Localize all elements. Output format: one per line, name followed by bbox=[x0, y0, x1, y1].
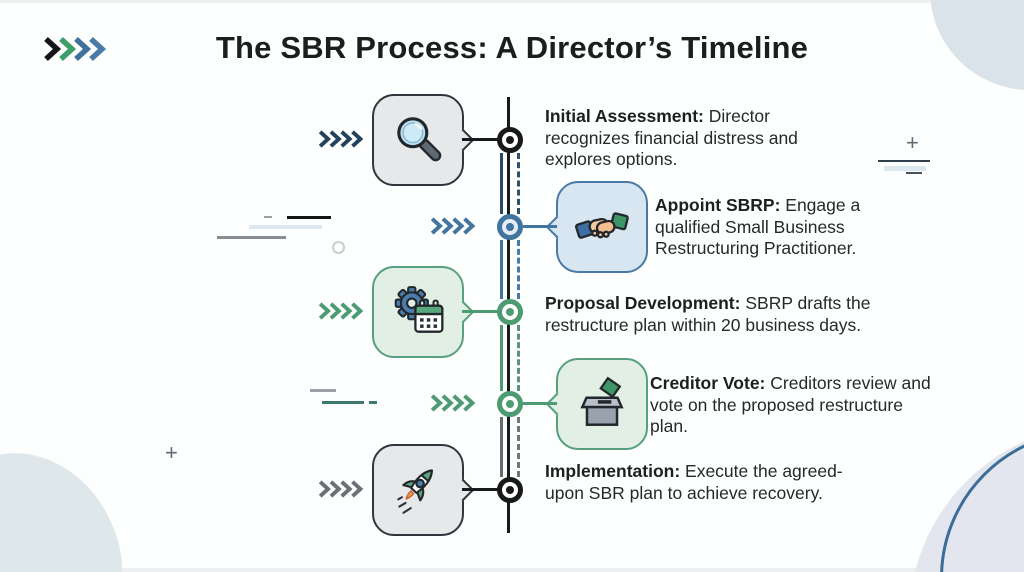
node-connector bbox=[523, 402, 557, 405]
timeline-node bbox=[497, 477, 523, 503]
bottom-edge-strip bbox=[0, 568, 1024, 572]
step-text: Proposal Development: SBRP drafts the re… bbox=[545, 293, 943, 336]
step-title: Implementation: bbox=[545, 461, 681, 481]
timeline-segment bbox=[500, 325, 503, 391]
timeline-segment bbox=[500, 417, 503, 477]
timeline-dashed-segment bbox=[517, 240, 520, 299]
timeline-dashed-segment bbox=[517, 325, 520, 391]
decor-line bbox=[264, 216, 272, 218]
decor-line bbox=[249, 225, 322, 229]
timeline-node bbox=[497, 214, 523, 240]
timeline-node bbox=[497, 391, 523, 417]
step-text: Creditor Vote: Creditors review and vote… bbox=[650, 373, 942, 438]
step-text: Appoint SBRP: Engage a qualified Small B… bbox=[655, 195, 905, 260]
rocket-icon bbox=[397, 469, 433, 514]
step-description: SBRP drafts the restructure plan within … bbox=[545, 293, 871, 335]
step-icon-card bbox=[545, 358, 648, 450]
step-title: Proposal Development: bbox=[545, 293, 741, 313]
timeline-segment bbox=[500, 240, 503, 299]
timeline-node bbox=[497, 299, 523, 325]
step-chevrons-icon bbox=[430, 394, 476, 412]
plus-icon: + bbox=[165, 440, 178, 465]
node-connector bbox=[462, 138, 498, 141]
ballot-box-icon bbox=[580, 376, 624, 426]
step-icon-card bbox=[372, 94, 475, 186]
gear-calendar-icon bbox=[394, 286, 444, 333]
step-title: Creditor Vote: bbox=[650, 373, 766, 393]
timeline-node bbox=[497, 127, 523, 153]
step-description: Director recognizes financial distress a… bbox=[545, 106, 798, 169]
decor-line bbox=[287, 216, 331, 219]
plus-icon: + bbox=[906, 130, 919, 155]
node-connector bbox=[462, 310, 498, 313]
step-text: Initial Assessment: Director recognizes … bbox=[545, 106, 845, 171]
handshake-icon bbox=[574, 212, 629, 239]
magnifier-icon bbox=[397, 117, 442, 162]
decor-line bbox=[217, 236, 286, 239]
step-title: Initial Assessment: bbox=[545, 106, 704, 126]
decor-line bbox=[884, 166, 926, 171]
timeline-dashed-segment bbox=[517, 417, 520, 477]
decor-line bbox=[906, 172, 922, 174]
decor-line bbox=[310, 389, 336, 392]
step-title: Appoint SBRP: bbox=[655, 195, 781, 215]
step-description: Engage a qualified Small Business Restru… bbox=[655, 195, 861, 258]
node-connector bbox=[523, 225, 557, 228]
decor-circle bbox=[332, 241, 345, 254]
step-icon-card bbox=[372, 444, 475, 536]
step-text: Implementation: Execute the agreed-upon … bbox=[545, 461, 853, 504]
decor-line bbox=[878, 160, 930, 162]
decor-line bbox=[369, 401, 377, 404]
step-description: Execute the agreed-upon SBR plan to achi… bbox=[545, 461, 843, 503]
step-chevrons-icon bbox=[318, 480, 364, 498]
quad-chevron-right-icon bbox=[44, 36, 107, 62]
step-icon-card bbox=[372, 266, 475, 358]
bottom-left-blob bbox=[0, 434, 141, 572]
step-description: Creditors review and vote on the propose… bbox=[650, 373, 931, 436]
step-chevrons-icon bbox=[318, 130, 364, 148]
decor-line bbox=[322, 401, 364, 404]
node-connector bbox=[462, 488, 498, 491]
step-chevrons-icon bbox=[318, 302, 364, 320]
step-chevrons-icon bbox=[430, 217, 476, 235]
step-icon-card bbox=[545, 181, 648, 273]
timeline-segment bbox=[500, 153, 503, 214]
timeline-dashed-segment bbox=[517, 153, 520, 214]
top-edge-strip bbox=[0, 0, 1024, 3]
page-title: The SBR Process: A Director’s Timeline bbox=[215, 30, 809, 65]
